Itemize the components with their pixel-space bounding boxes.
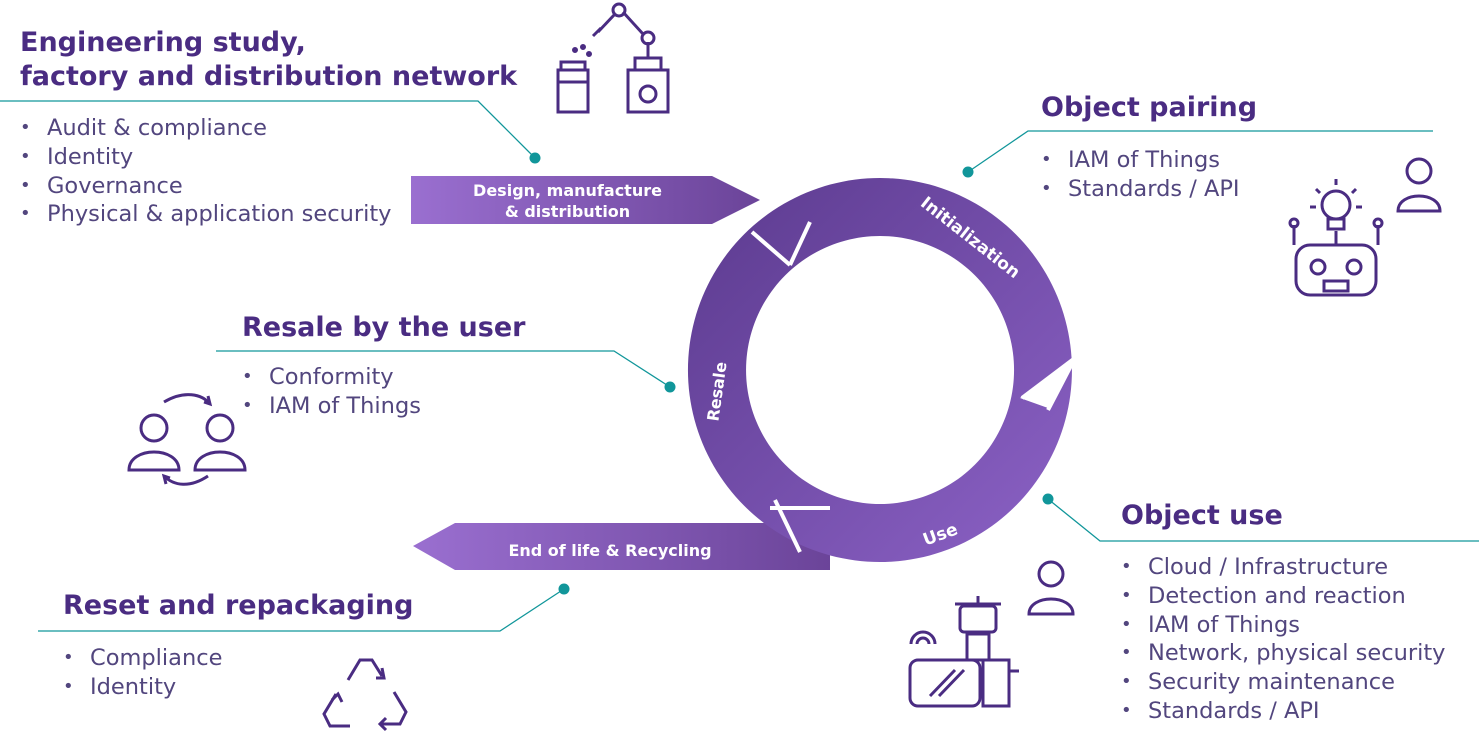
list-item: Audit & compliance — [20, 114, 391, 143]
user-exchange-icon — [127, 393, 247, 486]
recycle-icon — [322, 658, 408, 732]
list-item: Standards / API — [1041, 175, 1240, 204]
list-item: IAM of Things — [1121, 611, 1445, 640]
pairing-title: Object pairing — [1041, 92, 1258, 123]
connector-reset — [38, 588, 565, 632]
engineering-title: Engineering study, factory and distribut… — [20, 26, 517, 94]
list-item: Compliance — [63, 644, 222, 673]
connector-pairing — [967, 130, 1433, 173]
list-item: Physical & application security — [20, 200, 391, 229]
list-item: IAM of Things — [1041, 146, 1240, 175]
reset-list: Compliance Identity — [63, 644, 222, 702]
list-item: Conformity — [242, 363, 421, 392]
list-item: Governance — [20, 172, 391, 201]
design-arrow — [411, 176, 760, 224]
design-arrow-label-line2: & distribution — [504, 202, 631, 221]
robot-lightbulb-user-icon — [1288, 157, 1442, 297]
connector-resale — [216, 350, 671, 388]
resale-list: Conformity IAM of Things — [242, 363, 421, 421]
lifecycle-ring — [687, 178, 1077, 562]
connector-dot-reset — [558, 583, 570, 595]
resale-title: Resale by the user — [242, 312, 526, 343]
design-arrow-label-line1: Design, manufacture — [473, 181, 662, 200]
connector-dot-engineering — [529, 152, 541, 164]
use-title: Object use — [1121, 500, 1283, 531]
list-item: Cloud / Infrastructure — [1121, 553, 1445, 582]
connector-engineering — [0, 100, 536, 159]
list-item: Identity — [20, 143, 391, 172]
list-item: Identity — [63, 673, 222, 702]
connector-dot-use — [1042, 493, 1054, 505]
list-item: Detection and reaction — [1121, 582, 1445, 611]
engineering-title-line2: factory and distribution network — [20, 61, 518, 92]
connector-use — [1047, 498, 1479, 542]
pairing-list: IAM of Things Standards / API — [1041, 146, 1240, 204]
end-of-life-label: End of life & Recycling — [508, 541, 712, 560]
list-item: Network, physical security — [1121, 639, 1445, 668]
engineering-title-line1: Engineering study, — [20, 27, 306, 58]
list-item: IAM of Things — [242, 392, 421, 421]
connector-dot-pairing — [962, 166, 974, 178]
use-list: Cloud / Infrastructure Detection and rea… — [1121, 553, 1445, 726]
list-item: Security maintenance — [1121, 668, 1445, 697]
reset-title: Reset and repackaging — [63, 590, 414, 621]
robot-tablet-user-icon — [908, 560, 1075, 708]
connector-dot-resale — [664, 381, 676, 393]
design-arrow-label: Design, manufacture & distribution — [440, 180, 695, 222]
list-item: Standards / API — [1121, 697, 1445, 726]
robot-arm-factory-icon — [556, 2, 670, 114]
engineering-list: Audit & compliance Identity Governance P… — [20, 114, 391, 229]
end-of-life-arrow — [413, 523, 830, 570]
